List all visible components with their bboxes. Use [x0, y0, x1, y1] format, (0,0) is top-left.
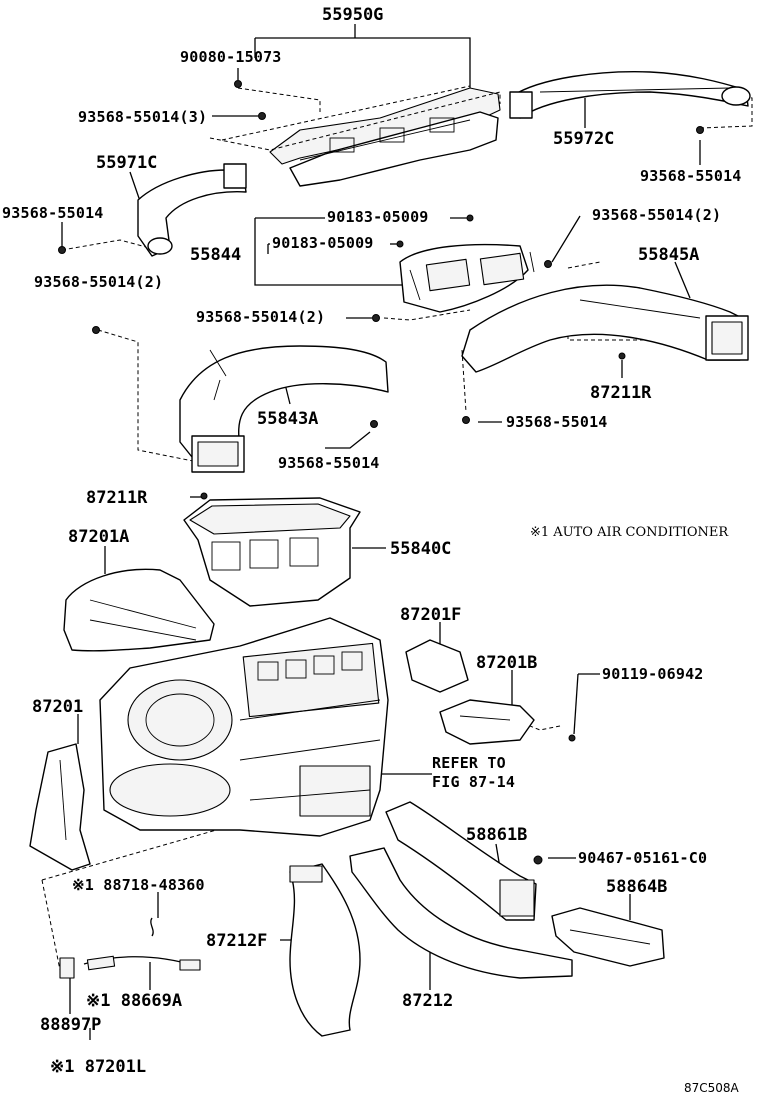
part-55840C — [183, 497, 361, 607]
label-90119-06942: 90119-06942 — [602, 665, 704, 683]
label-93568-55014-top-right: 93568-55014 — [640, 167, 742, 185]
label-fig-87-14: FIG 87-14 — [432, 773, 515, 791]
part-88669A — [59, 917, 201, 979]
label-55950G: 55950G — [322, 5, 383, 25]
label-55844: 55844 — [190, 245, 241, 265]
part-55972C — [509, 71, 751, 119]
label-90467-05161-C0: 90467-05161-C0 — [578, 849, 707, 867]
label-87212F: 87212F — [206, 931, 267, 951]
part-55845A — [461, 284, 749, 373]
label-87211R-left: 87211R — [86, 488, 148, 508]
part-87212 — [349, 847, 573, 979]
label-93568-55014-mid: 93568-55014 — [278, 454, 380, 472]
part-55844 — [399, 243, 535, 313]
label-93568-55014-bottom-mid: 93568-55014 — [506, 413, 608, 431]
part-55843A — [179, 345, 389, 473]
label-90183-05009-a: 90183-05009 — [327, 208, 429, 226]
label-87201: 87201 — [32, 697, 83, 717]
label-93568-55014-2-mid: 93568-55014(2) — [196, 308, 325, 326]
label-55843A: 55843A — [257, 409, 318, 429]
label-87211R-right: 87211R — [590, 383, 652, 403]
figure-code: 87C508A — [684, 1081, 740, 1095]
part-87201B — [439, 699, 535, 745]
label-58864B: 58864B — [606, 877, 667, 897]
label-58861B: 58861B — [466, 825, 527, 845]
label-87201A: 87201A — [68, 527, 129, 547]
auto-air-conditioner-note: ※1 AUTO AIR CONDITIONER — [530, 525, 729, 540]
label-55840C: 55840C — [390, 539, 451, 559]
label-88669A: ※1 88669A — [86, 991, 182, 1011]
part-87212F — [289, 863, 361, 1037]
part-87201 — [29, 743, 91, 871]
label-refer-to: REFER TO — [432, 754, 506, 772]
label-87201F: 87201F — [400, 605, 461, 625]
label-87201L: ※1 87201L — [50, 1057, 146, 1077]
part-58864B — [551, 907, 665, 967]
screws — [58, 80, 704, 865]
part-87201A — [63, 568, 215, 652]
label-90183-05009-b: 90183-05009 — [272, 234, 374, 252]
label-55845A: 55845A — [638, 245, 699, 265]
label-93568-55014-2-left: 93568-55014(2) — [34, 273, 163, 291]
leader-lines — [61, 24, 701, 1040]
part-58861B — [385, 801, 537, 921]
label-55971C: 55971C — [96, 153, 157, 173]
part-55971C — [137, 163, 247, 257]
label-93568-55014-left: 93568-55014 — [2, 204, 104, 222]
label-88718-48360: ※1 88718-48360 — [72, 876, 205, 894]
label-93568-55014-2-right: 93568-55014(2) — [592, 206, 721, 224]
part-55950G — [209, 85, 501, 187]
label-87201B: 87201B — [476, 653, 537, 673]
part-87201F — [405, 639, 469, 693]
label-87212: 87212 — [402, 991, 453, 1011]
label-93568-55014-3: 93568-55014(3) — [78, 108, 207, 126]
label-55972C: 55972C — [553, 129, 614, 149]
label-90080-15073: 90080-15073 — [180, 48, 282, 66]
part-hvac-unit — [99, 617, 389, 837]
part-labels: 55950G 90080-15073 93568-55014(3) 55972C… — [2, 5, 742, 1077]
label-88897P: 88897P — [40, 1015, 101, 1035]
